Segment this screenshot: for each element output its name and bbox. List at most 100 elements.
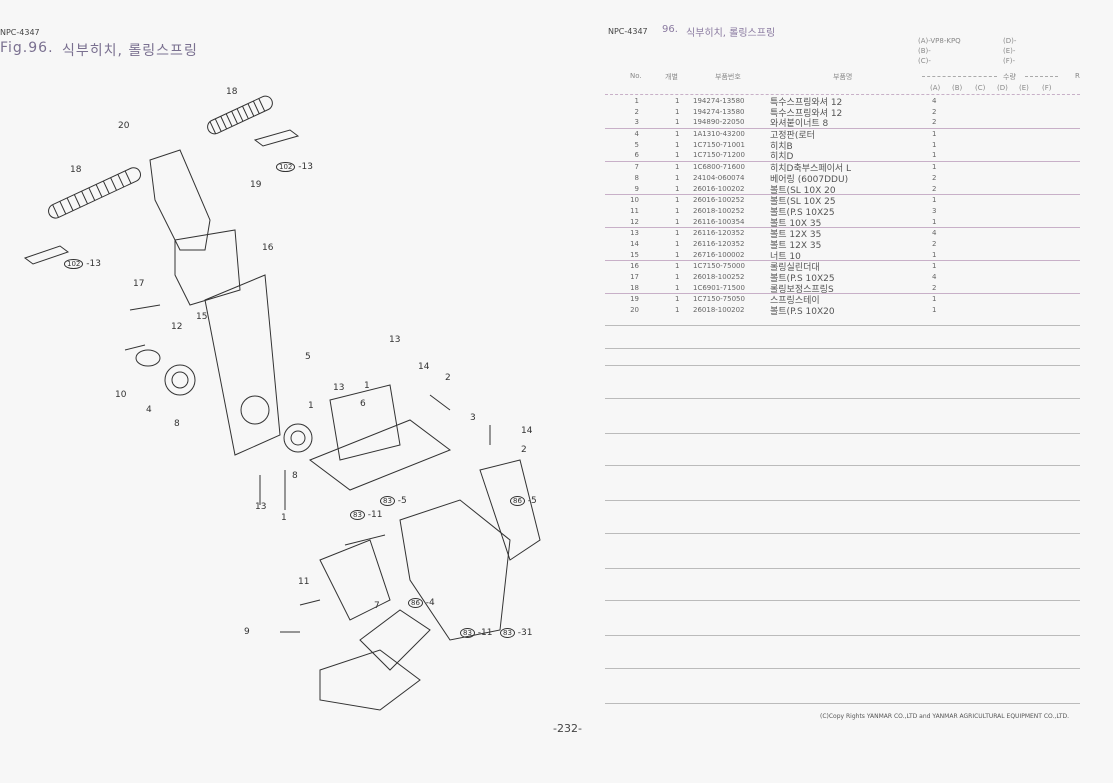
hitch-b-frame [308, 384, 452, 491]
row-number: 11 [630, 206, 639, 215]
row-part-name: 베어링 (6007DDU) [770, 174, 849, 185]
doc-code-left: NPC-4347 [0, 28, 40, 37]
row-quantity: 4 [932, 97, 937, 105]
row-count: 1 [675, 97, 680, 105]
row-count: 1 [675, 217, 680, 226]
row-count: 1 [675, 140, 680, 149]
row-part-number: 26018-100252 [693, 206, 745, 215]
callout-4: 4 [146, 405, 152, 415]
row-number: 12 [630, 217, 639, 226]
row-count: 1 [675, 107, 680, 116]
callout-19: 19 [250, 180, 262, 190]
row-part-number: 194274-13580 [693, 107, 745, 116]
callout-17: 17 [133, 279, 145, 289]
header-r: R [1075, 72, 1080, 80]
row-count: 1 [675, 173, 680, 182]
callout-15: 15 [196, 312, 208, 322]
callout-2: 2 [445, 373, 451, 383]
row-number: 17 [630, 273, 639, 281]
table-rule [605, 365, 1080, 366]
header-col-b: (B) [952, 84, 963, 92]
row-part-number: 1C6901-71500 [693, 283, 745, 292]
header-part-no: 부품번호 [715, 73, 741, 81]
callout-1: 1 [281, 513, 287, 523]
row-part-number: 26016-100252 [693, 196, 745, 205]
row-part-name: 볼트(P.S 10X25 [770, 274, 835, 284]
callout-18: 18 [70, 165, 82, 175]
row-number: 19 [630, 295, 639, 304]
row-part-name: 볼트(P.S 10X25 [770, 207, 835, 218]
row-quantity: 2 [932, 173, 937, 182]
callout-20: 20 [118, 121, 130, 131]
row-part-number: 1C7150-75050 [693, 295, 745, 304]
callout-83_11: 83 -11 [460, 628, 493, 638]
callout-86_5: 86 -5 [510, 496, 537, 506]
hitch-arm [149, 149, 211, 251]
header-no: No. [630, 72, 642, 80]
row-part-name: 볼트(SL 10X 20 [770, 185, 836, 196]
row-count: 1 [675, 262, 680, 271]
callout-83_5: 83 -5 [380, 496, 407, 506]
row-part-number: 194890-22050 [693, 118, 745, 127]
header-count: 개별 [665, 73, 678, 81]
row-count: 1 [675, 206, 680, 215]
side-cover [479, 459, 541, 561]
row-number: 13 [630, 229, 639, 238]
callout-14: 14 [418, 362, 430, 372]
row-quantity: 1 [932, 250, 937, 259]
row-part-number: 1C7150-75000 [693, 262, 745, 271]
row-part-number: 26116-120352 [693, 229, 745, 238]
bracket [319, 539, 391, 621]
callout-83_11: 83 -11 [350, 510, 383, 520]
callout-83_31: 83 -31 [500, 628, 533, 638]
model-a: (A)-VP8-KPQ [918, 37, 961, 45]
row-part-name: 볼트(P.S 10X20 [770, 307, 835, 318]
callout-13: 13 [255, 502, 267, 512]
row-part-name: 히치D [770, 152, 794, 163]
table-rule [605, 433, 1080, 434]
row-quantity: 2 [932, 283, 937, 292]
callout-16: 16 [262, 243, 274, 253]
row-part-name: 볼트 12X 35 [770, 230, 822, 241]
callout-2: 2 [521, 445, 527, 455]
callout-1: 1 [364, 381, 370, 391]
row-number: 4 [634, 130, 639, 139]
row-count: 1 [675, 163, 680, 172]
row-number: 16 [630, 262, 639, 271]
row-part-number: 1C6800-71600 [693, 163, 745, 172]
row-number: 5 [634, 140, 639, 149]
header-col-d: (D) [997, 84, 1008, 92]
row-number: 9 [634, 184, 639, 193]
row-quantity: 1 [932, 151, 937, 160]
callout-13: 13 [333, 383, 345, 393]
row-count: 1 [675, 283, 680, 292]
spring-plates [23, 129, 300, 265]
row-part-name: 와셔붙이너트 8 [770, 119, 829, 130]
row-part-number: 26116-100354 [693, 217, 745, 226]
table-rule [605, 600, 1080, 601]
page-number: -232- [553, 722, 582, 735]
row-count: 1 [675, 239, 680, 248]
row-count: 1 [675, 295, 680, 304]
row-part-name: 롤링보정스프링S [770, 284, 834, 295]
row-count: 1 [675, 196, 680, 205]
row-part-number: 26016-100202 [693, 184, 745, 193]
row-quantity: 2 [932, 184, 937, 193]
table-rule [605, 500, 1080, 501]
row-quantity: 2 [932, 118, 937, 127]
table-rule [605, 568, 1080, 569]
row-part-number: 1A1310-43200 [693, 130, 745, 139]
figure-title: 식부히치, 롤링스프링 [62, 43, 198, 59]
callout-18: 18 [226, 87, 238, 97]
row-part-name: 볼트(SL 10X 25 [770, 197, 836, 208]
row-count: 1 [675, 306, 680, 315]
